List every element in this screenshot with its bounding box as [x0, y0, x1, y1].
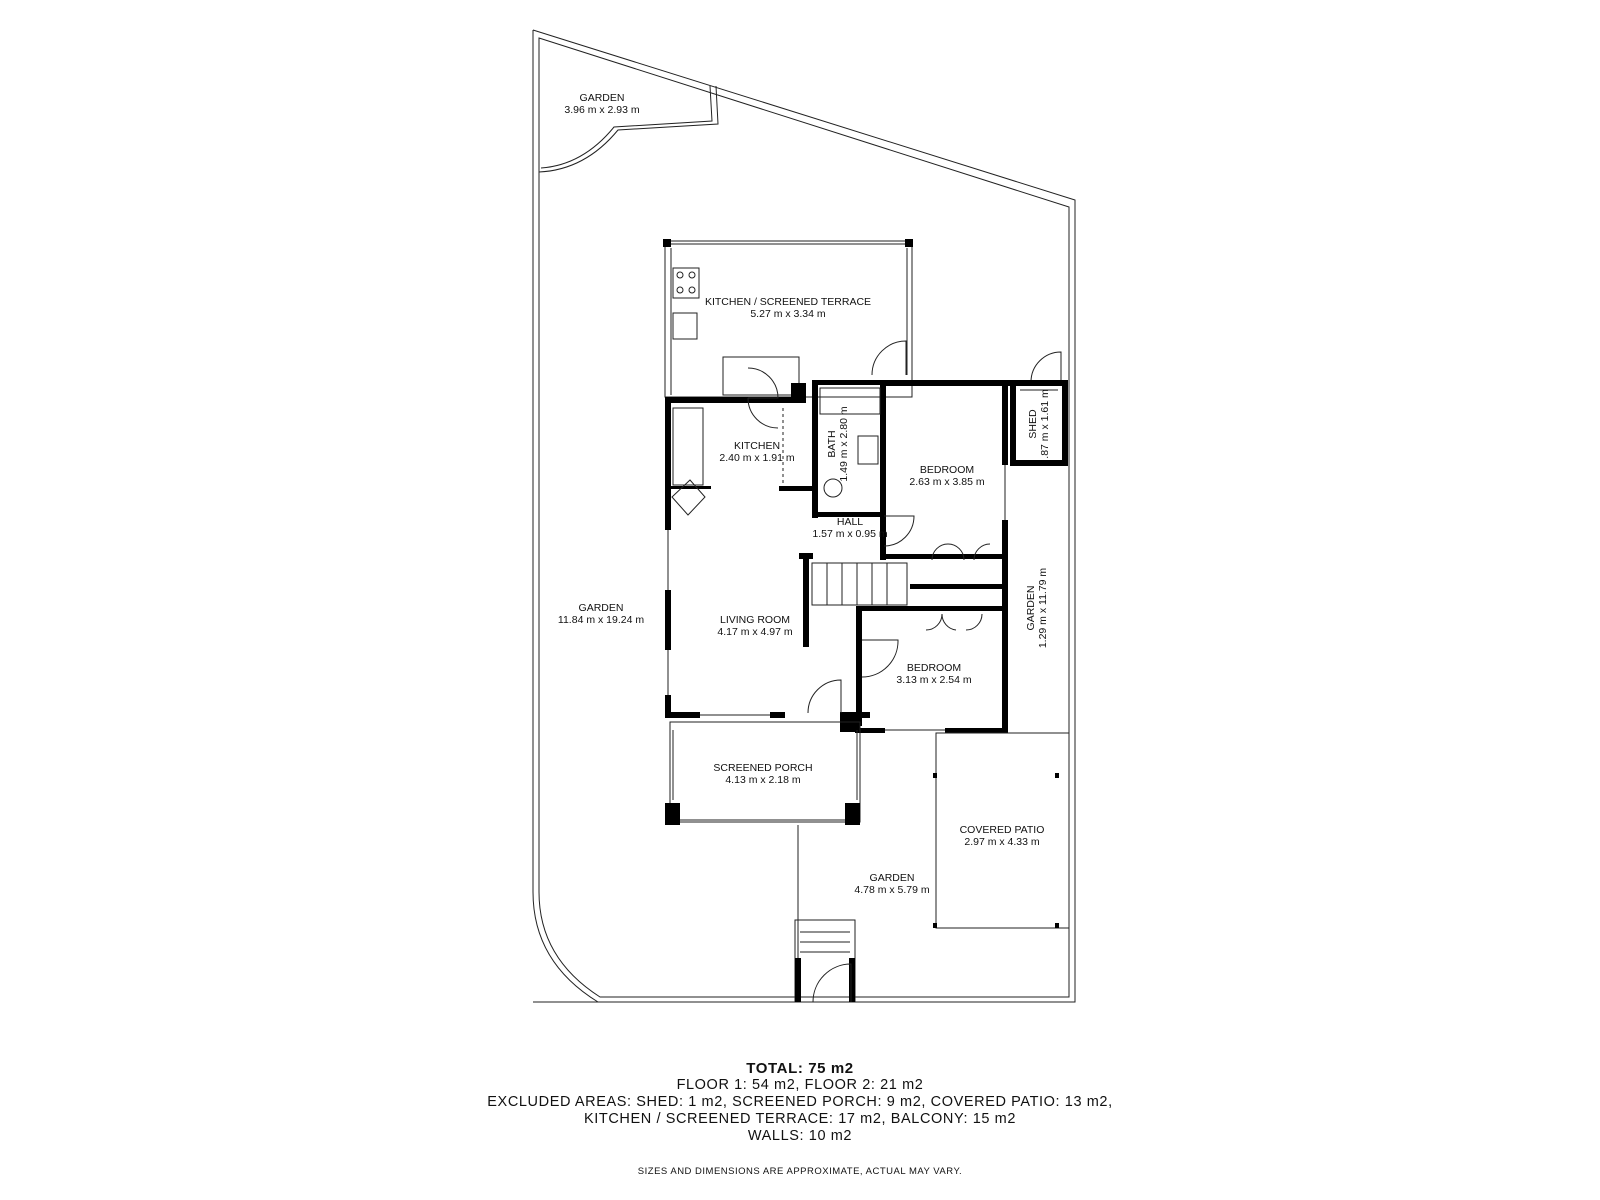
shed-walls: [1010, 380, 1068, 466]
room-name: HALL: [836, 516, 864, 528]
room-label-kitchen-terrace: KITCHEN / SCREENED TERRACE 5.27 m x 3.34…: [705, 296, 871, 320]
room-label-bedroom-1: BEDROOM 2.63 m x 3.85 m: [909, 464, 984, 488]
room-label-garden-right: GARDEN 1.29 m x 11.79 m: [1025, 568, 1049, 648]
room-name: KITCHEN: [733, 440, 781, 452]
room-name: COVERED PATIO: [959, 824, 1045, 836]
room-label-garden-bottom: GARDEN 4.78 m x 5.79 m: [854, 872, 929, 896]
total-area: TOTAL: 75 m2: [746, 1060, 854, 1077]
room-dims: 2.97 m x 4.33 m: [964, 836, 1040, 848]
room-label-garden-top: GARDEN 3.96 m x 2.93 m: [564, 92, 639, 116]
summary-floors: FLOOR 1: 54 m2, FLOOR 2: 21 m2: [676, 1077, 924, 1093]
summary-excluded-cont: KITCHEN / SCREENED TERRACE: 17 m2, BALCO…: [583, 1111, 1017, 1127]
room-dims: 4.78 m x 5.79 m: [854, 884, 930, 896]
room-name: SHED: [1027, 409, 1039, 439]
room-label-covered-patio: COVERED PATIO 2.97 m x 4.33 m: [960, 824, 1045, 848]
summary-excluded: EXCLUDED AREAS: SHED: 1 m2, SCREENED POR…: [487, 1094, 1113, 1110]
room-dims: 11.84 m x 19.24 m: [557, 614, 645, 626]
room-dims: 1.29 m x 11.79 m: [1037, 567, 1049, 649]
property-boundary: [532, 29, 1076, 1003]
disclaimer: SIZES AND DIMENSIONS ARE APPROXIMATE, AC…: [637, 1166, 963, 1177]
room-dims: 2.63 m x 3.85 m: [909, 476, 985, 488]
room-name: LIVING ROOM: [719, 614, 791, 626]
room-name: SCREENED PORCH: [713, 762, 813, 774]
room-label-garden-left: GARDEN 11.84 m x 19.24 m: [558, 602, 644, 626]
room-dims: 5.27 m x 3.34 m: [750, 308, 826, 320]
room-label-shed: SHED .87 m x 1.61 m: [1027, 389, 1051, 458]
room-label-hall: HALL 1.57 m x 0.95 m: [812, 516, 887, 540]
room-name: BEDROOM: [919, 464, 975, 476]
room-label-screened-porch: SCREENED PORCH 4.13 m x 2.18 m: [713, 762, 812, 786]
room-name: GARDEN: [578, 602, 624, 614]
entry-steps: [794, 825, 856, 1003]
summary-walls: WALLS: 10 m2: [747, 1128, 853, 1144]
room-label-living-room: LIVING ROOM 4.17 m x 4.97 m: [717, 614, 792, 638]
room-name: BATH: [826, 430, 838, 458]
covered-patio: [933, 732, 1070, 929]
room-name: GARDEN: [869, 872, 915, 884]
screened-porch: [665, 721, 861, 825]
room-dims: .87 m x 1.61 m: [1039, 389, 1051, 459]
room-label-bedroom-2: BEDROOM 3.13 m x 2.54 m: [896, 662, 971, 686]
room-dims: 3.96 m x 2.93 m: [564, 104, 640, 116]
room-dims: 2.40 m x 1.91 m: [719, 452, 795, 464]
house-walls: [665, 367, 1010, 733]
room-name: GARDEN: [579, 92, 625, 104]
room-name: GARDEN: [1025, 585, 1037, 631]
room-dims: 4.13 m x 2.18 m: [725, 774, 801, 786]
room-label-bath: BATH 1.49 m x 2.80 m: [826, 406, 850, 481]
room-dims: 1.49 m x 2.80 m: [838, 406, 850, 482]
room-label-kitchen: KITCHEN 2.40 m x 1.91 m: [719, 440, 794, 464]
room-name: KITCHEN / SCREENED TERRACE: [704, 296, 872, 308]
room-dims: 3.13 m x 2.54 m: [896, 674, 972, 686]
room-dims: 1.57 m x 0.95 m: [812, 528, 888, 540]
area-summary: TOTAL: 75 m2 FLOOR 1: 54 m2, FLOOR 2: 21…: [0, 1060, 1600, 1145]
room-dims: 4.17 m x 4.97 m: [717, 626, 793, 638]
garden-top-enclosure: [538, 85, 719, 173]
room-name: BEDROOM: [906, 662, 962, 674]
